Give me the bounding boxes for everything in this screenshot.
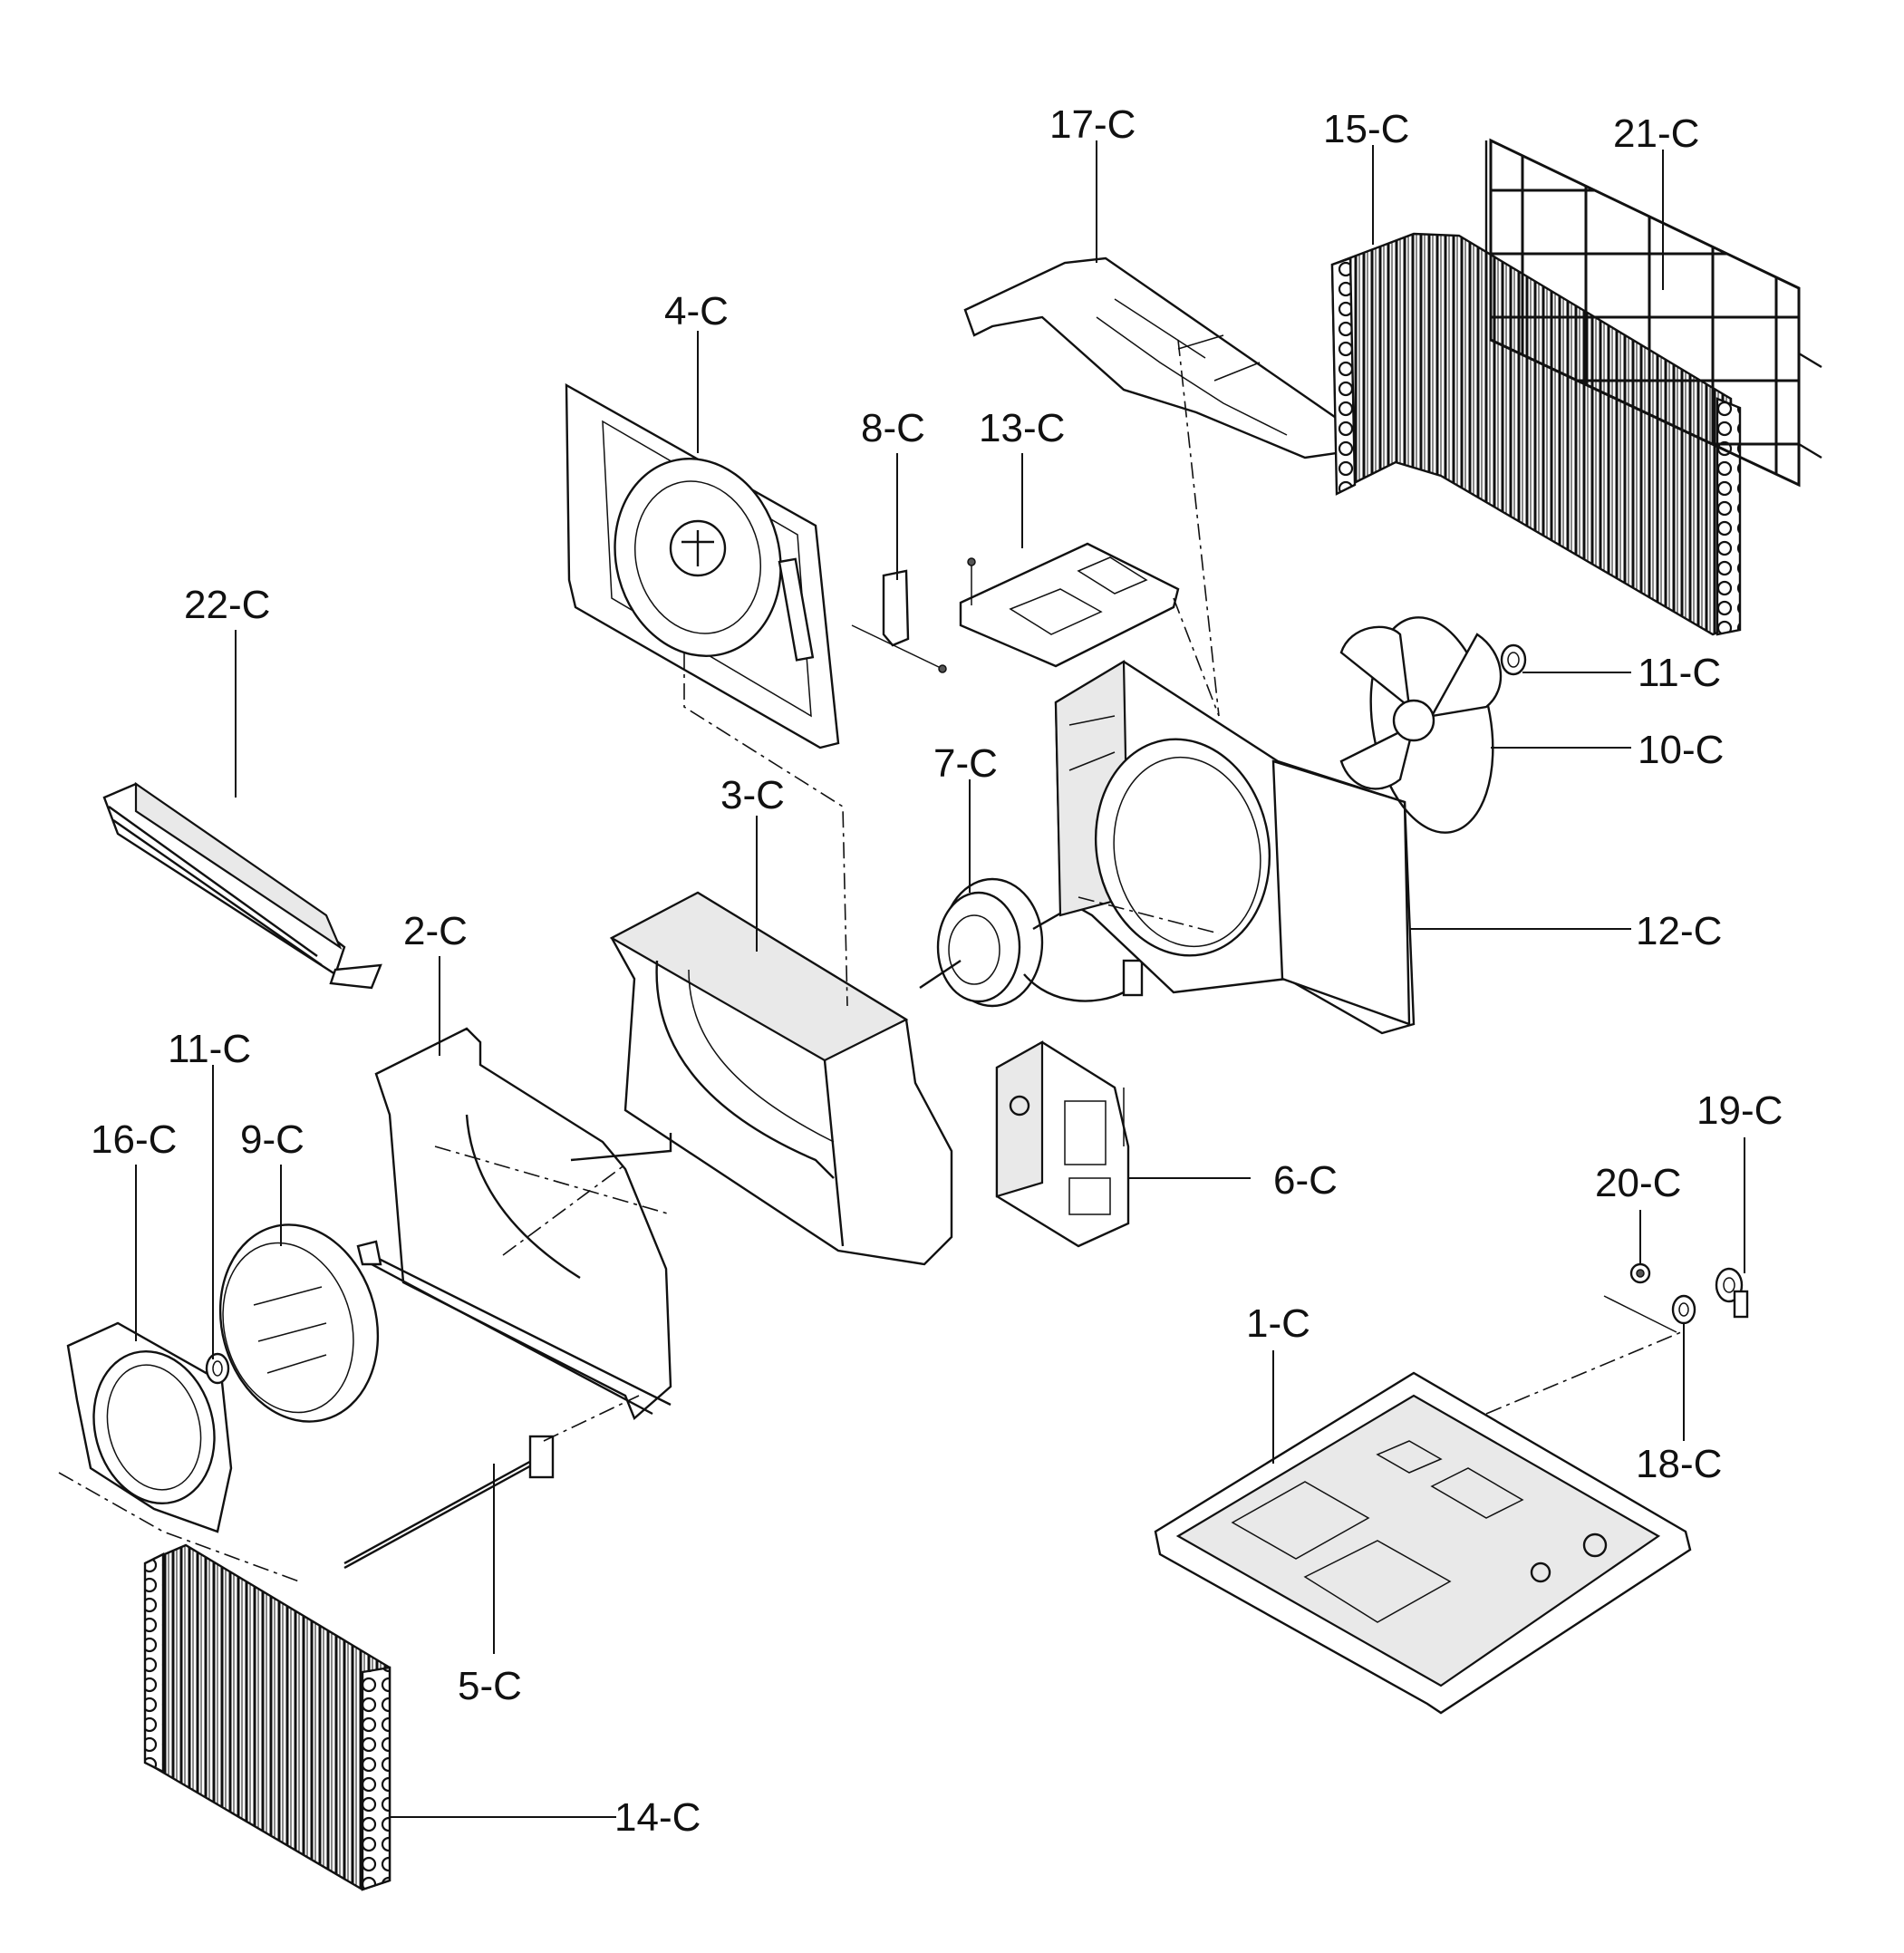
label-17-C: 17-C [1049, 102, 1136, 147]
label-14-C: 14-C [614, 1795, 701, 1840]
label-16-C: 16-C [91, 1117, 177, 1162]
part-9-C-blower-wheel [218, 1223, 380, 1423]
label-12-C: 12-C [1636, 909, 1722, 953]
part-16-C-shroud-ring [66, 1321, 233, 1533]
label-9-C: 9-C [240, 1117, 304, 1162]
label-22-C: 22-C [184, 583, 270, 627]
drain-assembly-lines [1485, 1295, 1682, 1415]
label-21-C: 21-C [1613, 111, 1699, 156]
part-2-C-frame [356, 1027, 672, 1421]
part-11-C-upper-clip [1500, 643, 1527, 676]
label-20-C: 20-C [1595, 1161, 1681, 1205]
part-6-C-control-box [995, 1040, 1130, 1248]
label-4-C: 4-C [664, 289, 729, 334]
part-10-C-condenser-fan [1339, 616, 1503, 834]
part-22-C-vent-louver [102, 781, 382, 990]
label-8-C: 8-C [861, 406, 925, 450]
part-3-C-shroud [609, 891, 953, 1266]
part-7-C-fan-motor [919, 877, 1144, 1008]
label-19-C: 19-C [1696, 1088, 1783, 1133]
part-14-C-condenser-coil [143, 1543, 391, 1891]
label-10-C: 10-C [1638, 728, 1724, 772]
label-11-C-upper: 11-C [1638, 651, 1721, 695]
leader-lines [135, 140, 1745, 1818]
part-8-C-bracket [851, 569, 947, 673]
label-13-C: 13-C [979, 406, 1065, 450]
assembly-lines [58, 653, 1220, 1582]
label-15-C: 15-C [1323, 107, 1409, 151]
part-21-C-guard-grille [1484, 138, 1822, 488]
label-3-C: 3-C [720, 773, 785, 817]
part-18-C-washer [1671, 1294, 1696, 1325]
part-12-C-condenser-shroud [1054, 660, 1416, 1035]
label-1-C: 1-C [1246, 1301, 1310, 1346]
label-7-C: 7-C [933, 741, 998, 786]
part-13-C-mounting-plate [959, 339, 1220, 717]
part-17-C-top-cover [963, 256, 1343, 459]
label-6-C: 6-C [1273, 1158, 1338, 1203]
label-2-C: 2-C [403, 909, 468, 953]
part-labels: 17-C 15-C 21-C 4-C 8-C 13-C 22-C 11-C 10… [91, 102, 1783, 1840]
part-19-C-drain-plug [1715, 1267, 1749, 1319]
part-4-C-bulkhead-panel [565, 382, 840, 749]
part-5-C-sensor [343, 1395, 640, 1570]
label-5-C: 5-C [458, 1664, 522, 1708]
label-18-C: 18-C [1636, 1442, 1722, 1486]
part-20-C-grommet [1629, 1262, 1651, 1284]
part-1-C-base-pan [1154, 1371, 1692, 1715]
label-11-C-lower: 11-C [168, 1027, 251, 1071]
part-11-C-lower-clip [205, 1352, 230, 1385]
